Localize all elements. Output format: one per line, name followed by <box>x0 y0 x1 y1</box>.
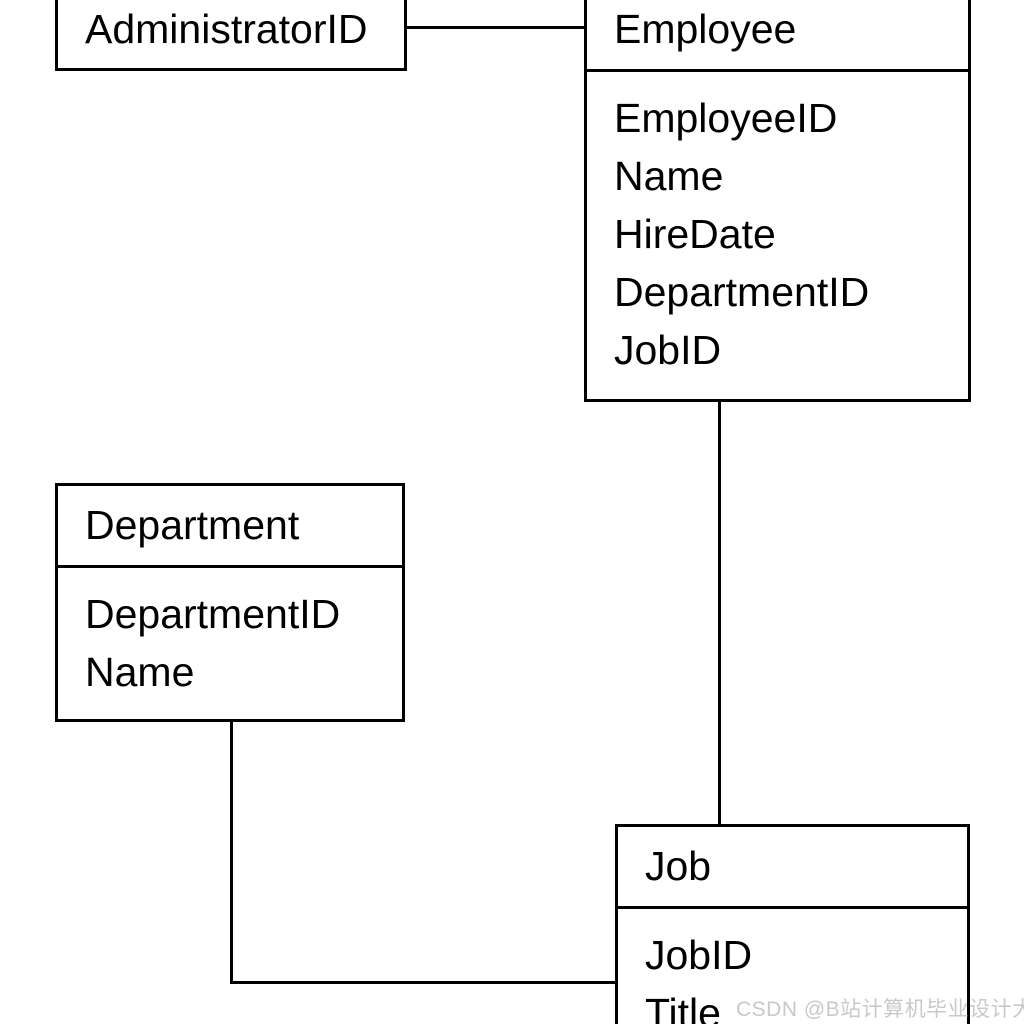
field-department-name: Name <box>85 649 195 695</box>
csdn-watermark: CSDN @B站计算机毕业设计大学 <box>736 998 1024 1021</box>
entity-employee-fields: EmployeeID Name HireDate DepartmentID Jo… <box>587 72 968 379</box>
entity-job-title: Job <box>618 827 967 909</box>
relationship-line-administratorid-employee <box>405 26 585 29</box>
entity-job-fields: JobID Title <box>618 909 967 1024</box>
relationship-line-department-job-horizontal <box>230 981 617 984</box>
field-employee-departmentid: DepartmentID <box>614 269 870 315</box>
entity-department-title: Department <box>58 486 402 568</box>
relationship-line-department-job-vertical <box>230 720 233 984</box>
field-employee-jobid: JobID <box>614 327 722 373</box>
entity-employee-title: Employee <box>587 0 968 72</box>
field-employeeid: EmployeeID <box>614 95 838 141</box>
entity-employee: Employee EmployeeID Name HireDate Depart… <box>584 0 971 402</box>
field-job-title: Title <box>645 990 721 1024</box>
field-departmentid: DepartmentID <box>85 591 341 637</box>
entity-administratorid: AdministratorID <box>55 0 407 71</box>
field-employee-name: Name <box>614 153 724 199</box>
relationship-line-employee-job <box>718 400 721 827</box>
entity-department-fields: DepartmentID Name <box>58 568 402 701</box>
entity-department: Department DepartmentID Name <box>55 483 405 722</box>
entity-job: Job JobID Title <box>615 824 970 1024</box>
field-jobid: JobID <box>645 932 753 978</box>
entity-administratorid-title: AdministratorID <box>85 5 368 52</box>
field-hiredate: HireDate <box>614 211 776 257</box>
